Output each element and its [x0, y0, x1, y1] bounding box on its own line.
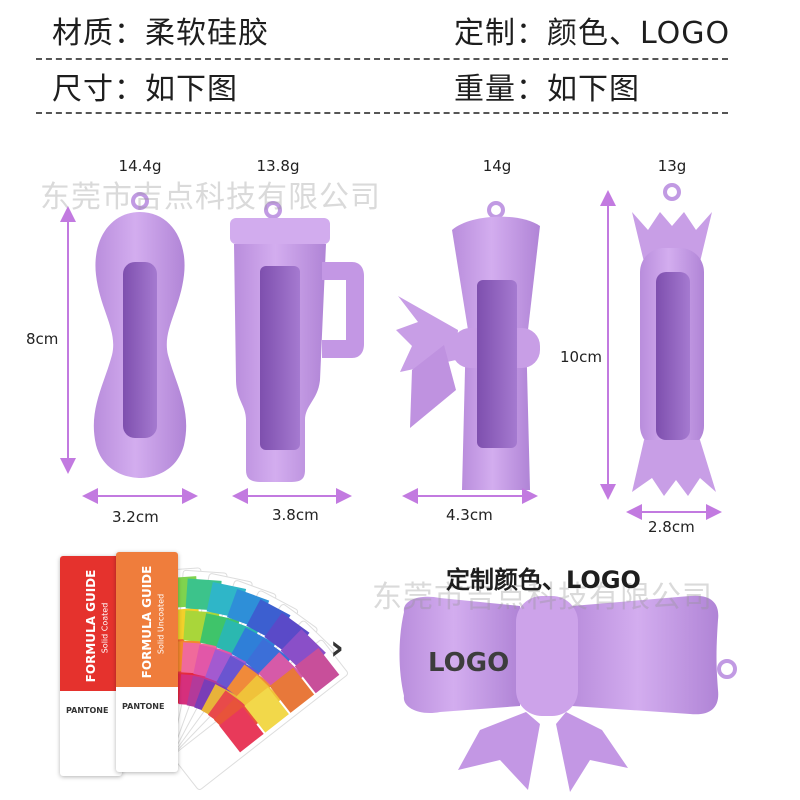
bow-width: 4.3cm	[446, 506, 493, 524]
peanut-width: 3.2cm	[112, 508, 159, 526]
tumbler-weight: 13.8g	[256, 157, 300, 175]
candy-height: 10cm	[560, 348, 602, 366]
custom-title: 定制颜色、LOGO	[446, 566, 641, 594]
peanut-holder	[93, 192, 187, 478]
divider-2	[36, 112, 728, 114]
divider-1	[36, 58, 728, 60]
chevron-right-icon: ›	[330, 628, 345, 668]
pantone-card-uncoated-title: FORMULA GUIDE	[140, 565, 154, 679]
pantone-card-coated-subtitle: Solid Coated	[100, 602, 110, 654]
logo-text: LOGO	[428, 648, 510, 678]
pantone-card-uncoated-brand: PANTONE	[122, 702, 165, 711]
spec-custom: 定制：颜色、LOGO	[454, 16, 731, 51]
pantone-card-uncoated: FORMULA GUIDE Solid Uncoated PANTONE	[116, 552, 178, 772]
watermark-bottom: 东莞市吉点科技有限公司	[372, 580, 713, 615]
spec-material: 材质：柔软硅胶	[52, 16, 269, 51]
pantone-card-coated-brand: PANTONE	[66, 706, 109, 715]
tumbler-width: 3.8cm	[272, 506, 319, 524]
pantone-card-coated-title: FORMULA GUIDE	[84, 569, 98, 683]
bow-weight: 14g	[482, 157, 512, 175]
pantone-card-coated: FORMULA GUIDE Solid Coated PANTONE	[60, 556, 122, 776]
candy-weight: 13g	[657, 157, 687, 175]
pantone-card-coated-color	[60, 556, 122, 691]
pantone-card-uncoated-subtitle: Solid Uncoated	[156, 593, 166, 655]
tumbler-holder	[230, 201, 364, 482]
peanut-weight: 14.4g	[118, 157, 162, 175]
bow-holder	[396, 201, 540, 490]
spec-size: 尺寸：如下图	[52, 72, 238, 107]
watermark-top: 东莞市吉点科技有限公司	[40, 180, 381, 215]
spec-weight: 重量：如下图	[454, 72, 640, 107]
candy-width: 2.8cm	[648, 518, 695, 536]
candy-holder	[632, 183, 716, 496]
custom-bow-holder	[399, 595, 737, 792]
peanut-height: 8cm	[26, 330, 59, 348]
pantone-card-uncoated-color	[116, 552, 178, 687]
